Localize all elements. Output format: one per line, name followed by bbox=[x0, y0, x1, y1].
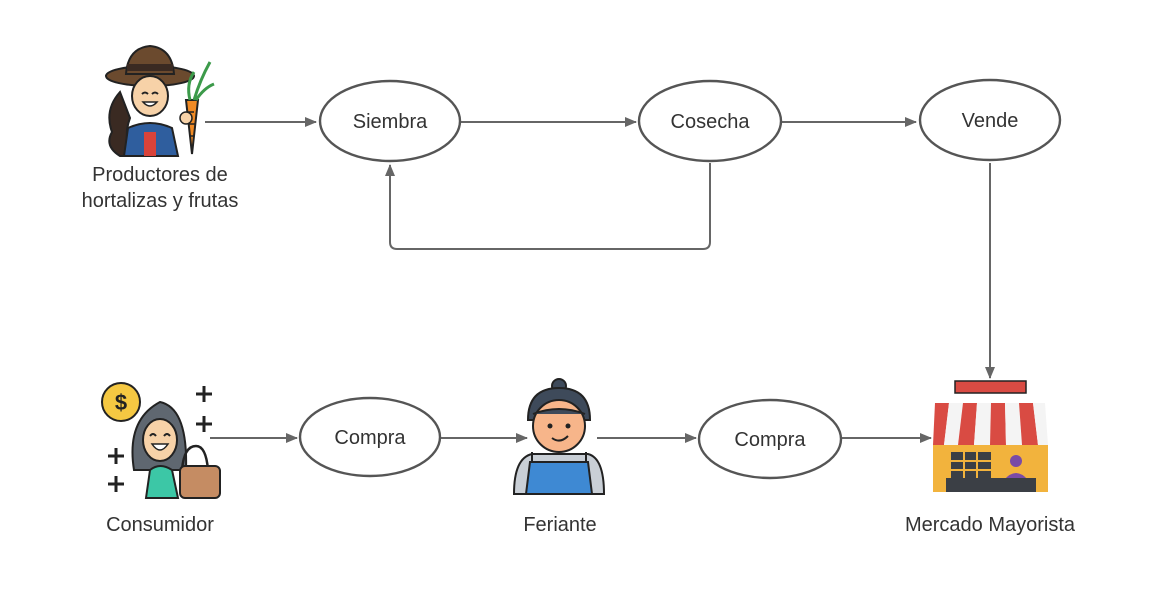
edges bbox=[205, 117, 995, 443]
node-sell-label: Vende bbox=[962, 110, 1019, 132]
node-buy2: Compra bbox=[697, 398, 843, 480]
shopper-icon: $ bbox=[101, 382, 221, 499]
node-harvest: Cosecha bbox=[637, 79, 783, 163]
vendor-label: Feriante bbox=[523, 514, 596, 536]
svg-text:$: $ bbox=[115, 390, 127, 415]
node-harvest-label: Cosecha bbox=[671, 111, 751, 133]
node-buy1-label: Compra bbox=[334, 427, 406, 449]
consumer-label: Consumidor bbox=[106, 514, 214, 536]
node-buy2-label: Compra bbox=[734, 429, 806, 451]
producer-label-line1: Productores de bbox=[92, 164, 228, 186]
producer-label-line2: hortalizas y frutas bbox=[82, 190, 239, 212]
edge-harvest-loop-to-sow bbox=[385, 163, 711, 250]
farmer-icon bbox=[105, 44, 215, 157]
node-buy1: Compra bbox=[298, 396, 442, 478]
node-sow: Siembra bbox=[318, 79, 462, 163]
market-stall-icon bbox=[933, 380, 1048, 492]
market-label: Mercado Mayorista bbox=[905, 514, 1076, 536]
vendor-icon bbox=[512, 378, 606, 495]
node-sow-label: Siembra bbox=[353, 111, 428, 133]
node-sell: Vende bbox=[918, 78, 1062, 162]
